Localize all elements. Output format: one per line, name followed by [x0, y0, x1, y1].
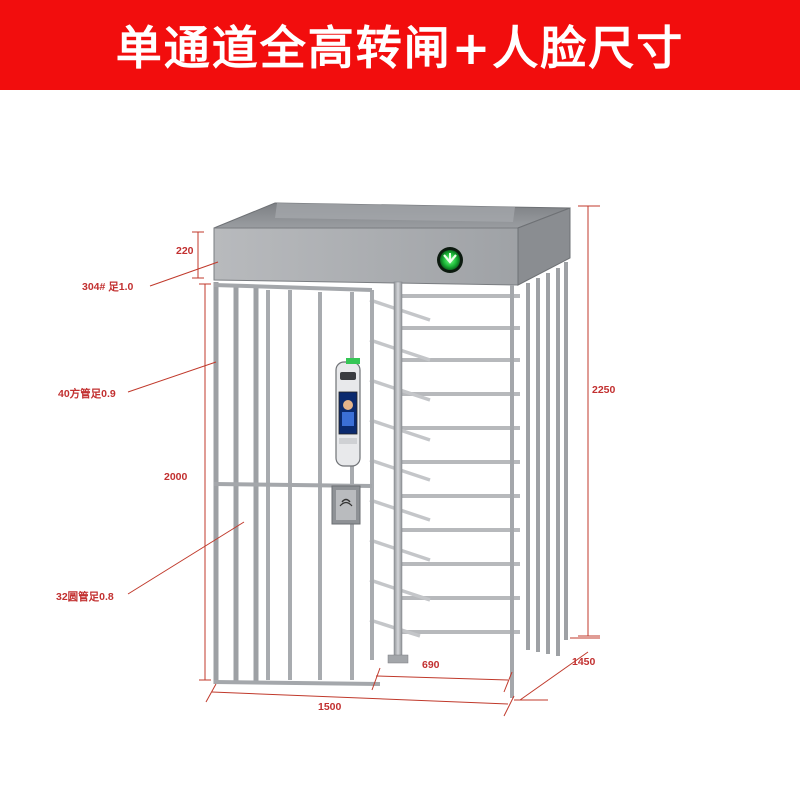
rotor-shaft [387, 281, 409, 664]
turnstile-drawing: 220 304# 足1.0 40方管足0.9 2000 32圆管足0.8 225… [56, 202, 616, 717]
title-banner: 单通道全高转闸+人脸尺寸 [0, 0, 800, 90]
page-title: 单通道全高转闸+人脸尺寸 [115, 21, 685, 75]
card-reader-icon [331, 485, 361, 525]
rotor-arms [400, 294, 520, 634]
roof-material-label: 304# 足1.0 [82, 281, 134, 293]
roof [213, 202, 571, 286]
green-arrow-indicator-icon [437, 247, 463, 273]
gate-height-label: 2000 [164, 471, 188, 483]
total-width-label: 1500 [318, 701, 342, 713]
total-height-label: 2250 [592, 384, 616, 396]
passage-width-label: 690 [422, 659, 440, 671]
dimension-lines [127, 205, 600, 717]
face-recognition-terminal [335, 358, 361, 467]
frame-rails [213, 283, 514, 698]
bar-tube-label: 32圆管足0.8 [56, 590, 114, 603]
frame-tube-label: 40方管足0.9 [58, 387, 116, 400]
turnstile-diagram: 220 304# 足1.0 40方管足0.9 2000 32圆管足0.8 225… [0, 90, 800, 800]
depth-label: 1450 [572, 656, 596, 668]
right-side-bars [526, 262, 568, 656]
roof-height-label: 220 [176, 245, 194, 257]
dimension-labels: 220 304# 足1.0 40方管足0.9 2000 32圆管足0.8 225… [56, 245, 616, 713]
